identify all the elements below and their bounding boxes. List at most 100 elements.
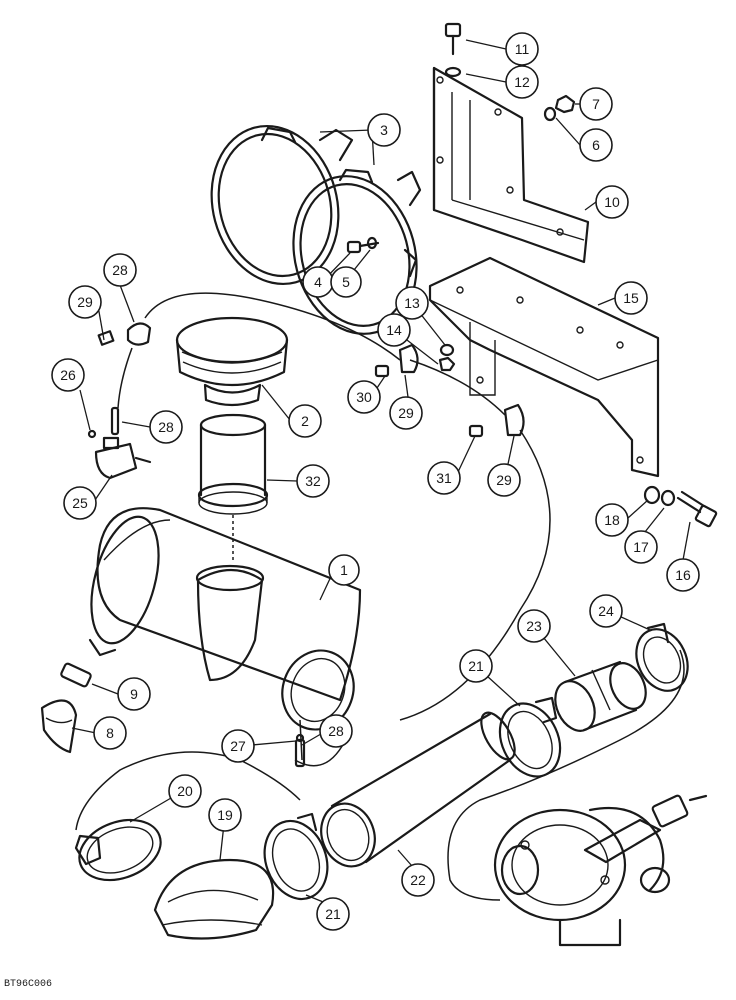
bolt-with-washers <box>643 485 718 528</box>
bolt-and-washer <box>444 22 462 78</box>
service-indicator <box>87 322 152 480</box>
svg-text:4: 4 <box>314 274 322 290</box>
callout-1: 1 <box>328 554 360 586</box>
svg-text:7: 7 <box>592 96 600 112</box>
figure-code: BT96C006 <box>4 979 53 990</box>
callout-10: 10 <box>595 185 629 219</box>
hose-clamp-turbo <box>635 622 689 692</box>
svg-text:6: 6 <box>592 137 600 153</box>
svg-text:28: 28 <box>112 262 128 278</box>
svg-text:26: 26 <box>60 367 76 383</box>
vacuator-fitting <box>294 733 306 768</box>
callout-18: 18 <box>595 503 629 537</box>
air-cleaner-housing <box>88 507 362 731</box>
svg-text:1: 1 <box>340 562 348 578</box>
filter-element <box>197 413 269 560</box>
hose-clamp-lower <box>263 812 329 901</box>
callout-2: 2 <box>288 404 322 438</box>
svg-text:12: 12 <box>514 74 530 90</box>
callout-30: 29 <box>68 285 102 319</box>
callout-21-lower: 21 <box>316 897 350 931</box>
callout-16: 16 <box>666 558 700 592</box>
callout-20: 20 <box>168 774 202 808</box>
rubber-elbow <box>153 858 275 940</box>
callout-8: 8 <box>93 716 127 750</box>
svg-text:25: 25 <box>72 495 88 511</box>
callout-29-lower: 29 <box>487 463 521 497</box>
svg-text:24: 24 <box>598 603 614 619</box>
svg-text:13: 13 <box>404 295 420 311</box>
callout-29-middle: 29 <box>389 396 423 430</box>
svg-text:15: 15 <box>623 290 639 306</box>
svg-text:28: 28 <box>158 419 174 435</box>
turbocharger <box>493 794 708 947</box>
svg-text:9: 9 <box>130 686 138 702</box>
clamp-bolt <box>346 236 380 254</box>
callout-9: 9 <box>117 677 151 711</box>
hose-lines <box>75 292 685 901</box>
svg-text:27: 27 <box>230 738 246 754</box>
callout-17: 17 <box>624 530 658 564</box>
svg-text:18: 18 <box>604 512 620 528</box>
svg-text:8: 8 <box>106 725 114 741</box>
callout-14: 14 <box>377 313 411 347</box>
svg-text:3: 3 <box>380 122 388 138</box>
svg-text:29: 29 <box>496 472 512 488</box>
callout-13: 13 <box>395 286 429 320</box>
leader-lines <box>71 39 691 907</box>
svg-text:29: 29 <box>77 294 93 310</box>
callout-32: 32 <box>296 464 330 498</box>
callout-6: 6 <box>579 128 613 162</box>
callout-27: 27 <box>221 729 255 763</box>
band-clamps <box>210 124 422 335</box>
callout-31-upper: 30 <box>347 380 381 414</box>
svg-text:21: 21 <box>468 658 484 674</box>
callout-26: 26 <box>51 358 85 392</box>
svg-text:22: 22 <box>410 872 426 888</box>
drain-valve <box>40 662 92 754</box>
svg-text:11: 11 <box>515 41 530 57</box>
callout-23: 23 <box>517 609 551 643</box>
precleaner-cap <box>175 316 289 407</box>
callout-25: 25 <box>63 486 97 520</box>
svg-text:16: 16 <box>675 567 691 583</box>
hose-clamp-upper <box>498 696 562 778</box>
nut-and-washer <box>543 94 576 122</box>
callout-11: 11 <box>505 32 539 66</box>
svg-text:20: 20 <box>177 783 193 799</box>
mounting-plate <box>428 256 660 478</box>
svg-text:21: 21 <box>325 906 341 922</box>
callout-29-upper: 28 <box>103 253 137 287</box>
callout-3: 3 <box>367 113 401 147</box>
callout-7: 7 <box>579 87 613 121</box>
svg-text:2: 2 <box>301 413 309 429</box>
callout-21-upper: 21 <box>459 649 493 683</box>
svg-text:14: 14 <box>386 322 402 338</box>
callout-5: 5 <box>330 266 362 298</box>
hose-clips <box>374 343 525 438</box>
rubber-hose <box>554 660 647 732</box>
hose-clamp-large <box>74 818 162 882</box>
svg-text:30: 30 <box>356 389 372 405</box>
svg-text:31: 31 <box>436 470 452 486</box>
svg-text:17: 17 <box>633 539 649 555</box>
callout-19: 19 <box>208 798 242 832</box>
callout-22: 22 <box>401 863 435 897</box>
mounting-bracket <box>432 66 590 264</box>
svg-text:19: 19 <box>217 807 233 823</box>
svg-text:32: 32 <box>305 473 321 489</box>
svg-text:29: 29 <box>398 405 414 421</box>
svg-text:28: 28 <box>328 723 344 739</box>
callout-15: 15 <box>614 281 648 315</box>
callout-12: 12 <box>505 65 539 99</box>
callout-28-lower: 28 <box>319 714 353 748</box>
callout-31-lower: 31 <box>427 461 461 495</box>
svg-text:23: 23 <box>526 618 542 634</box>
svg-text:10: 10 <box>604 194 620 210</box>
svg-text:5: 5 <box>342 274 350 290</box>
callout-28-upper: 28 <box>149 410 183 444</box>
callout-24: 24 <box>589 594 623 628</box>
callout-4: 4 <box>302 266 334 298</box>
